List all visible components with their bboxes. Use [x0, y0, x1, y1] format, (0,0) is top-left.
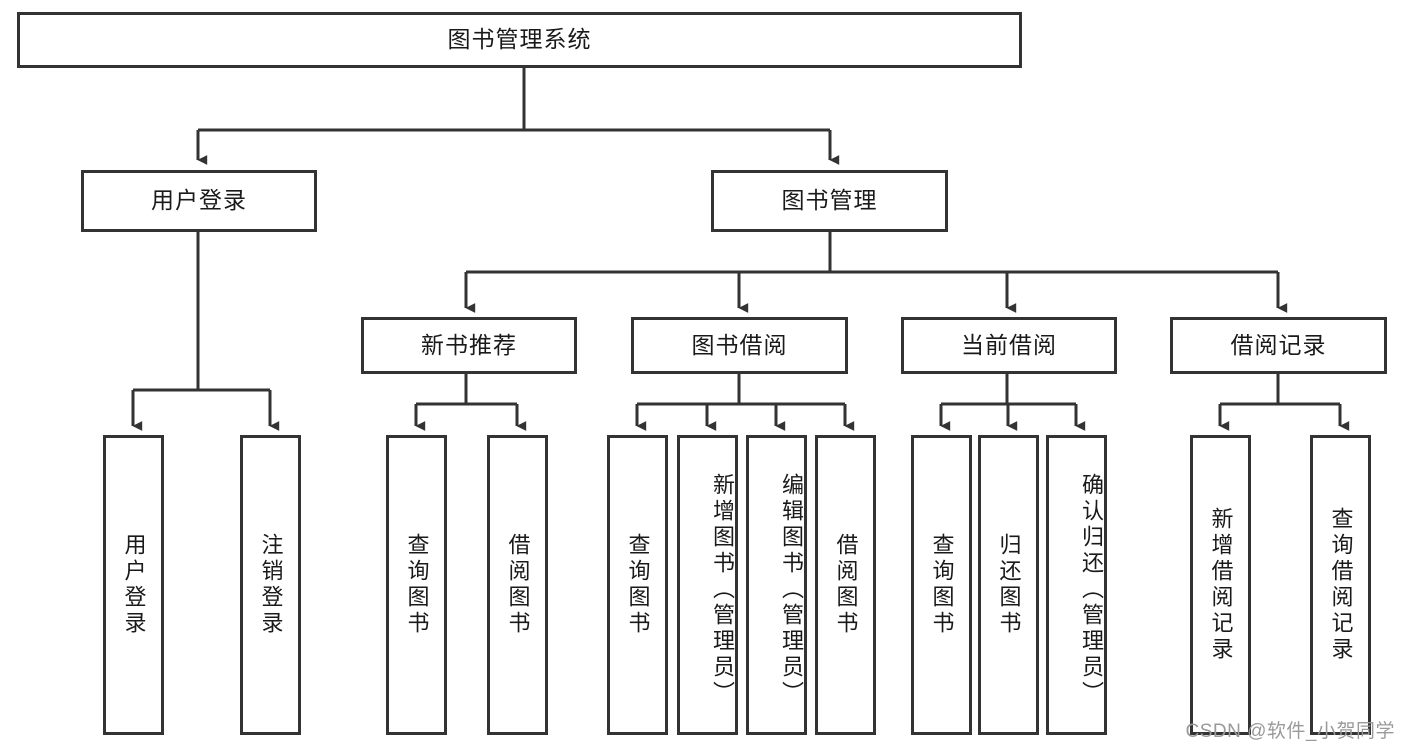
- node-book-manage[interactable]: 图书管理: [711, 170, 948, 232]
- node-leaf-user-logout-label: 注销登录: [258, 533, 284, 637]
- node-leaf-borrow-add-book-label: 新增图书（管理员）: [710, 473, 735, 707]
- node-new-book-rec-label: 新书推荐: [421, 331, 517, 358]
- node-leaf-borrow-query-book-label: 查询图书: [625, 533, 651, 637]
- node-leaf-user-login-in-label: 用户登录: [121, 533, 147, 637]
- node-leaf-rec-borrow-book-label: 借阅图书: [505, 533, 531, 637]
- node-book-borrow[interactable]: 图书借阅: [631, 317, 848, 374]
- node-leaf-cur-return-book[interactable]: 归还图书: [978, 435, 1039, 735]
- node-book-borrow-label: 图书借阅: [691, 331, 788, 358]
- node-book-manage-label: 图书管理: [781, 187, 878, 214]
- node-leaf-borrow-borrow-book[interactable]: 借阅图书: [815, 435, 876, 735]
- node-leaf-rec-query-record-label: 查询借阅记录: [1328, 507, 1354, 663]
- node-leaf-borrow-edit-book[interactable]: 编辑图书（管理员）: [746, 435, 807, 735]
- node-leaf-borrow-add-book[interactable]: 新增图书（管理员）: [677, 435, 738, 735]
- node-root-label: 图书管理系统: [447, 26, 592, 53]
- node-leaf-rec-add-record-label: 新增借阅记录: [1208, 507, 1234, 663]
- node-leaf-rec-borrow-book[interactable]: 借阅图书: [487, 435, 548, 735]
- node-leaf-rec-query-book[interactable]: 查询图书: [386, 435, 447, 735]
- node-leaf-rec-query-record[interactable]: 查询借阅记录: [1310, 435, 1371, 735]
- node-new-book-rec[interactable]: 新书推荐: [361, 317, 577, 374]
- watermark-text: CSDN @软件_小贺同学: [1185, 721, 1395, 742]
- node-user-login[interactable]: 用户登录: [81, 170, 317, 232]
- node-root[interactable]: 图书管理系统: [17, 12, 1022, 68]
- node-leaf-cur-query-book[interactable]: 查询图书: [911, 435, 972, 735]
- node-leaf-cur-confirm-return[interactable]: 确认归还（管理员）: [1046, 435, 1107, 735]
- node-current-borrow-label: 当前借阅: [961, 331, 1057, 358]
- node-leaf-borrow-edit-book-label: 编辑图书（管理员）: [779, 473, 804, 707]
- node-borrow-record[interactable]: 借阅记录: [1170, 317, 1387, 374]
- node-leaf-user-logout[interactable]: 注销登录: [240, 435, 301, 735]
- node-leaf-rec-add-record[interactable]: 新增借阅记录: [1190, 435, 1251, 735]
- node-leaf-borrow-query-book[interactable]: 查询图书: [607, 435, 668, 735]
- node-user-login-label: 用户登录: [151, 187, 247, 214]
- node-current-borrow[interactable]: 当前借阅: [901, 317, 1117, 374]
- node-leaf-user-login-in[interactable]: 用户登录: [103, 435, 164, 735]
- node-leaf-borrow-borrow-book-label: 借阅图书: [833, 533, 859, 637]
- node-leaf-rec-query-book-label: 查询图书: [404, 533, 430, 637]
- node-leaf-cur-query-book-label: 查询图书: [929, 533, 955, 637]
- node-borrow-record-label: 借阅记录: [1230, 331, 1327, 358]
- node-leaf-cur-confirm-return-label: 确认归还（管理员）: [1079, 473, 1104, 707]
- node-leaf-cur-return-book-label: 归还图书: [996, 533, 1022, 637]
